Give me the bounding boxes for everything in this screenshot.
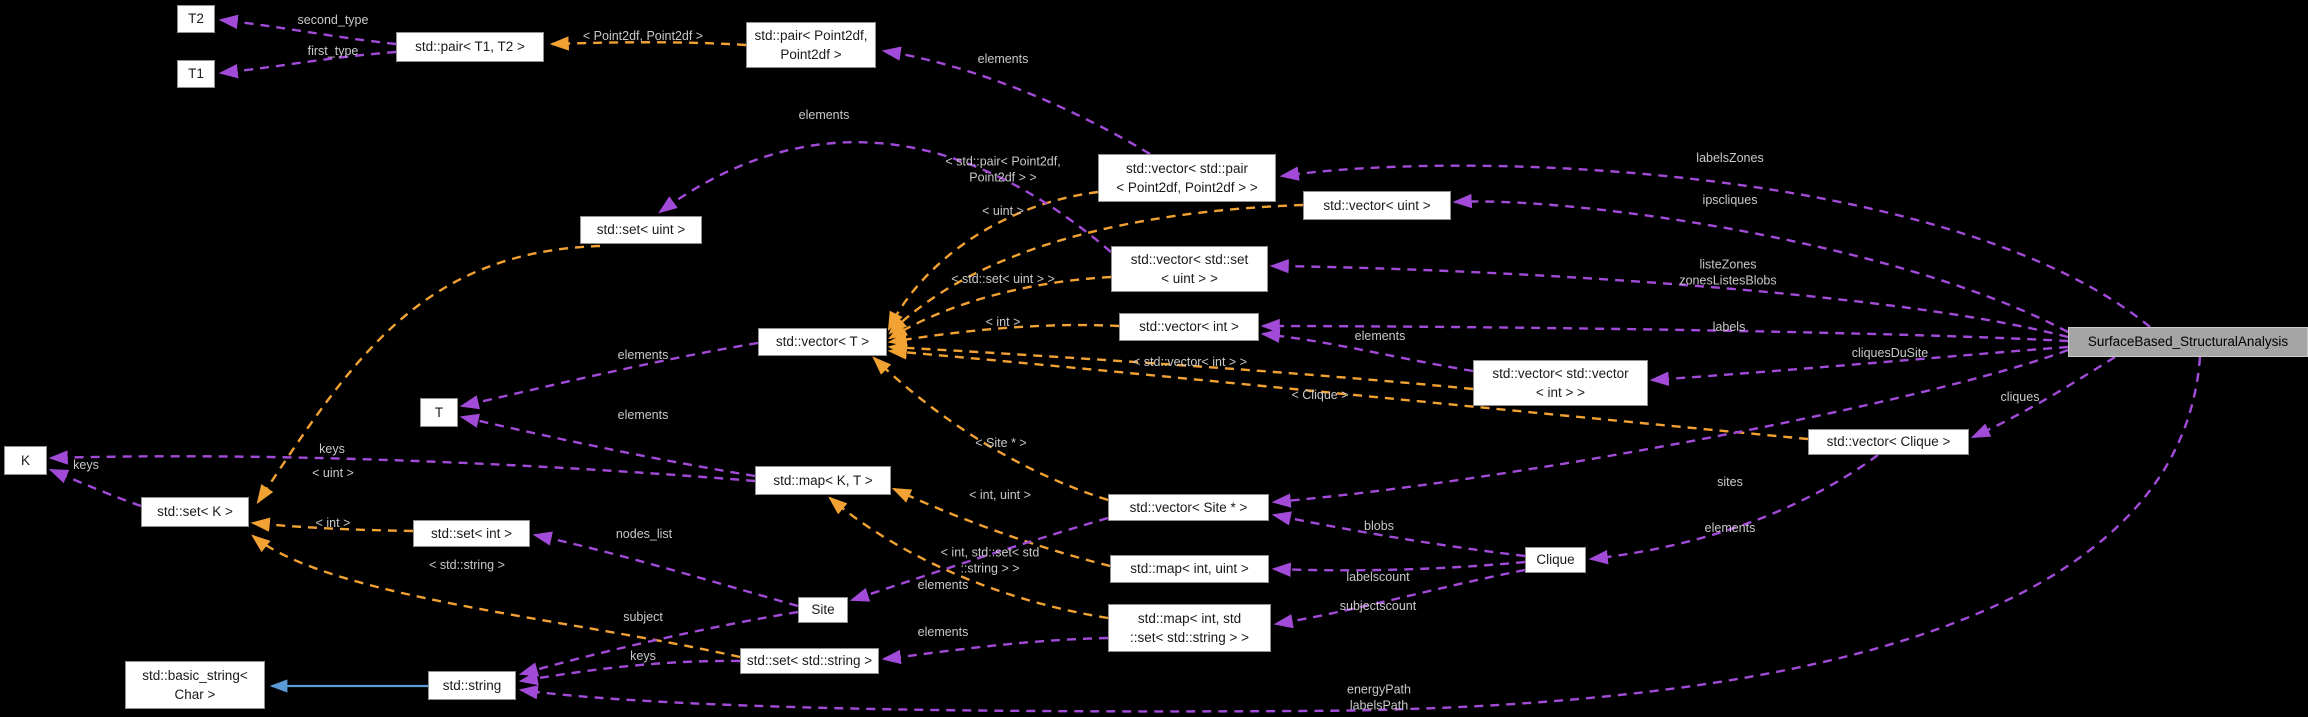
node-vector-uint[interactable]: std::vector< uint > — [1303, 191, 1451, 220]
edge-tpl-vector-pair — [887, 190, 1099, 332]
edge-labelscount — [1271, 560, 1526, 577]
edge-first-type — [218, 50, 397, 79]
edge-subject — [518, 610, 799, 677]
node-set-uint[interactable]: std::set< uint > — [580, 216, 702, 244]
edge-nodes-list — [532, 531, 799, 608]
node-map-int-uint[interactable]: std::map< int, uint > — [1110, 555, 1269, 583]
edge-keys-set-string — [518, 659, 741, 686]
edge-elements-vector-t — [459, 341, 759, 410]
edge-tpl-point2df-pair — [549, 36, 747, 51]
edge-tpl-vector-clique — [887, 345, 1809, 441]
node-set-string[interactable]: std::set< std::string > — [740, 648, 879, 674]
node-map-int-set-string[interactable]: std::map< int, std ::set< std::string > … — [1108, 604, 1271, 652]
edge-elements-map-k-t — [459, 413, 756, 478]
edge-elements-clique — [1588, 454, 1879, 565]
edge-energypath — [518, 356, 2202, 713]
edge-tpl-set-int — [250, 517, 414, 533]
edge-elements-set-uint — [658, 140, 1112, 253]
edge-tpl-set-string — [251, 534, 741, 659]
edge-tpl-vector-set-uint — [887, 275, 1112, 340]
node-main: SurfaceBased_StructuralAnalysis — [2068, 327, 2308, 357]
node-map-k-t[interactable]: std::map< K, T > — [755, 466, 891, 495]
node-t: T — [420, 398, 458, 427]
edge-tpl-vector-site — [872, 356, 1109, 502]
edge-labels — [1260, 318, 2069, 343]
edge-labelszones — [1279, 164, 2151, 328]
edge-tpl-vector-uint — [888, 203, 1304, 335]
edge-keys-map-k-t — [48, 450, 756, 483]
edge-cliques — [1970, 355, 2116, 439]
node-basic-string[interactable]: std::basic_string< Char > — [125, 661, 265, 709]
node-vector-vector-int[interactable]: std::vector< std::vector < int > > — [1473, 360, 1648, 406]
node-vector-int[interactable]: std::vector< int > — [1119, 313, 1259, 341]
node-vector-clique[interactable]: std::vector< Clique > — [1808, 429, 1969, 455]
node-set-k[interactable]: std::set< K > — [141, 497, 249, 527]
node-pair-t1-t2[interactable]: std::pair< T1, T2 > — [396, 32, 544, 62]
edge-subjectscount — [1273, 568, 1526, 629]
edge-tpl-map-int-uint — [891, 487, 1111, 568]
node-vector-site-ptr[interactable]: std::vector< Site * > — [1108, 494, 1269, 521]
edge-elements-pair — [881, 46, 1151, 156]
edge-elements-set-string — [881, 636, 1109, 665]
edge-tpl-vector-int — [887, 323, 1120, 347]
edge-ipscliques — [1452, 193, 2069, 334]
edge-tpl-vector-vector-int — [887, 340, 1474, 391]
node-site[interactable]: Site — [798, 597, 848, 623]
node-t1: T1 — [177, 60, 215, 88]
edge-second-type — [218, 14, 397, 46]
node-vector-t[interactable]: std::vector< T > — [758, 328, 887, 356]
node-clique[interactable]: Clique — [1525, 547, 1586, 573]
node-k: K — [4, 446, 47, 475]
edge-listezones — [1269, 258, 2069, 339]
edge-keys-set-k — [48, 468, 142, 508]
edge-blobs — [1271, 511, 1526, 558]
node-set-int[interactable]: std::set< int > — [413, 520, 530, 547]
edge-elements-vector-int — [1260, 328, 1474, 373]
edge-tpl-set-uint — [256, 244, 601, 505]
edge-cliquesdusite — [1649, 345, 2069, 387]
edge-sites — [1271, 348, 2069, 508]
node-vector-pair-point2df[interactable]: std::vector< std::pair < Point2df, Point… — [1098, 154, 1276, 202]
node-t2: T2 — [177, 5, 215, 33]
edge-elements-site — [849, 516, 1109, 602]
node-pair-point2df[interactable]: std::pair< Point2df, Point2df > — [746, 22, 876, 68]
node-string[interactable]: std::string — [428, 671, 516, 700]
edge-tpl-map-int-set — [828, 496, 1109, 620]
node-vector-set-uint[interactable]: std::vector< std::set < uint > > — [1111, 246, 1268, 292]
